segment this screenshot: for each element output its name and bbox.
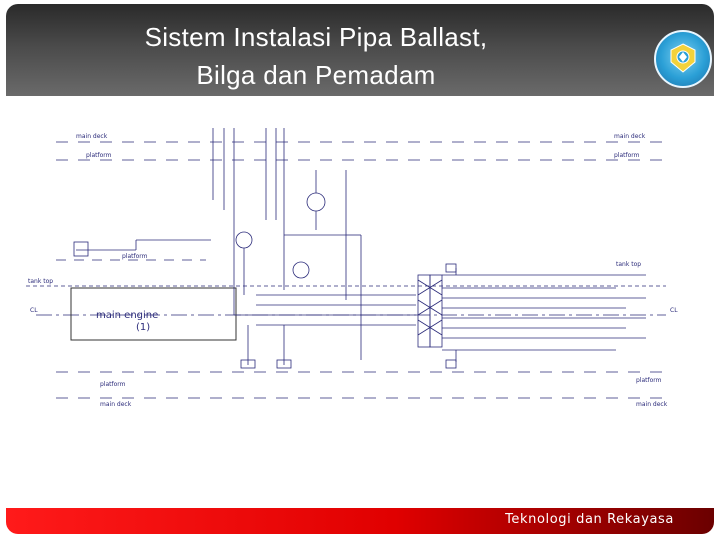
footer-bar: Teknologi dan Rekayasa: [6, 508, 714, 534]
title-line-2: Bilga dan Pemadam: [196, 60, 436, 90]
cl-label-right: CL: [670, 307, 678, 314]
ballast-bilge-fire-piping-schematic: main deck main deck platform platform pl…: [26, 128, 678, 408]
platform-label-bottom-left: platform: [100, 381, 126, 388]
platform-label-top-left: platform: [86, 152, 112, 159]
platform-label-bottom-right: platform: [636, 377, 662, 384]
tank-top-label-right: tank top: [616, 261, 641, 268]
pump-2: [306, 192, 326, 212]
cl-label-left: CL: [30, 307, 38, 314]
platform-label-mid: platform: [122, 253, 148, 260]
tut-wuri-handayani-logo-icon: [654, 30, 712, 88]
slide-title: Sistem Instalasi Pipa Ballast, Bilga dan…: [36, 18, 596, 94]
platform-label-top-right: platform: [614, 152, 640, 159]
main-deck-label-bottom-left: main deck: [100, 401, 132, 408]
tank-top-label-left: tank top: [28, 278, 53, 285]
pump-3: [292, 261, 310, 279]
footer-text: Teknologi dan Rekayasa: [505, 512, 674, 527]
title-bar: Sistem Instalasi Pipa Ballast, Bilga dan…: [6, 4, 714, 96]
main-deck-label-bottom-right: main deck: [636, 401, 668, 408]
logo-emblem: [670, 43, 696, 73]
main-engine-box: [70, 287, 237, 341]
pump-1: [235, 231, 253, 249]
title-line-1: Sistem Instalasi Pipa Ballast,: [144, 22, 488, 52]
main-engine-label: main engine: [96, 310, 158, 321]
sea-chest: [73, 241, 89, 257]
piping-diagram: main deck main deck platform platform pl…: [26, 110, 694, 410]
main-engine-number: (1): [136, 322, 150, 333]
main-deck-label-right: main deck: [614, 133, 646, 140]
main-deck-label-left: main deck: [76, 133, 108, 140]
